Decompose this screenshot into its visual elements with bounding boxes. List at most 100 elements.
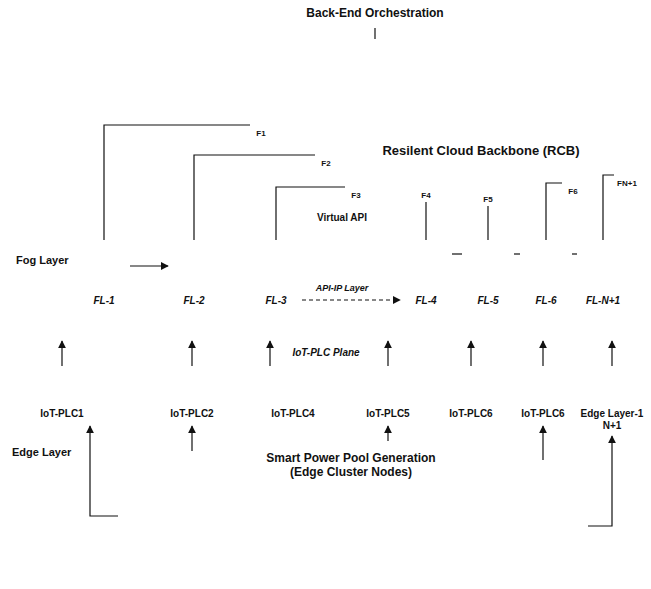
file-icon: F6 bbox=[562, 168, 584, 198]
cloud-backbone-shape-part bbox=[373, 89, 382, 91]
fog-node-shape-part bbox=[446, 272, 451, 278]
file-icon-shape-part bbox=[345, 172, 367, 202]
cloud-backbone-shape-part bbox=[560, 86, 569, 88]
virtual-api: Virtual API bbox=[312, 212, 372, 280]
cloud-backbone-shape-part bbox=[354, 88, 363, 90]
plc-device-shape-part bbox=[532, 394, 535, 397]
fog-node-shape-part bbox=[617, 240, 629, 292]
cloud-backbone-shape-part bbox=[335, 87, 344, 89]
fog-node-shape-part bbox=[623, 260, 628, 266]
file-icon-shape-part bbox=[614, 160, 640, 190]
plc-device-shape-part bbox=[444, 372, 498, 404]
cloud-backbone-shape-part bbox=[579, 69, 588, 71]
fog-node-label: FL-4 bbox=[392, 295, 460, 307]
plc-device-shape-part bbox=[263, 372, 323, 404]
file-icon-shape-part bbox=[565, 185, 581, 186]
connector bbox=[191, 341, 192, 366]
plc-device-shape-part bbox=[358, 372, 418, 404]
connector bbox=[130, 265, 168, 266]
fog-node-label: FL-6 bbox=[512, 295, 580, 307]
power-pool-cloud-shape-part bbox=[318, 527, 382, 545]
fog-node-shape-part bbox=[480, 276, 488, 284]
connector bbox=[514, 253, 520, 254]
file-icon-shape-part bbox=[354, 179, 358, 188]
connector bbox=[104, 125, 250, 240]
fog-node-shape-part bbox=[118, 240, 130, 292]
file-icon-shape-part bbox=[348, 189, 364, 190]
plc-device-shape-part bbox=[293, 378, 317, 383]
fog-node-shape-part bbox=[258, 264, 280, 280]
plc-device-shape-part bbox=[293, 386, 317, 390]
cloud-backbone-shape-part bbox=[541, 87, 550, 89]
fog-node-shape-part bbox=[168, 240, 220, 250]
plc-device-label: Edge Layer-1 N+1 bbox=[578, 408, 646, 431]
virtual-api-shape-part bbox=[316, 226, 368, 278]
fog-node-shape-part bbox=[462, 250, 502, 292]
cloud-backbone-shape-part bbox=[246, 36, 643, 226]
file-icon: F1 bbox=[250, 110, 272, 140]
fog-node: FL-6 bbox=[520, 240, 572, 292]
plc-device-shape-part bbox=[44, 394, 47, 397]
plc-device-shape-part bbox=[444, 372, 498, 404]
fog-node: FL-4 bbox=[400, 240, 452, 292]
plc-device-shape-part bbox=[179, 394, 182, 397]
virtual-api-shape-part bbox=[324, 250, 346, 266]
connector bbox=[611, 341, 612, 366]
cloud-backbone-shape-part bbox=[560, 71, 569, 73]
cloud-backbone-shape-part bbox=[541, 101, 550, 103]
cloud-backbone-shape-part bbox=[354, 76, 363, 78]
plc-device-shape-part bbox=[267, 396, 319, 400]
plc-device-label: IoT-PLC5 bbox=[348, 408, 428, 420]
power-pool-cloud-shape-part bbox=[323, 508, 377, 518]
fog-node-shape-part bbox=[208, 240, 220, 292]
cloud-backbone-shape-part bbox=[484, 98, 493, 100]
power-pool-cloud-shape-part bbox=[320, 507, 380, 521]
connector bbox=[546, 183, 562, 240]
fog-node-shape-part bbox=[566, 260, 571, 266]
cloud-backbone-shape-part bbox=[313, 48, 328, 124]
file-icon-label: F1 bbox=[250, 129, 272, 138]
fog-node-shape bbox=[577, 240, 629, 292]
plc-device-shape-part bbox=[192, 378, 216, 383]
file-icon: F2 bbox=[315, 140, 337, 170]
cloud-backbone-shape-part bbox=[392, 90, 401, 92]
file-icon-label: F3 bbox=[345, 191, 367, 200]
file-icon-shape-part bbox=[421, 174, 431, 180]
file-icon-shape-part bbox=[622, 162, 632, 168]
file-icon-shape-part bbox=[568, 170, 578, 176]
cloud-backbone-shape-part bbox=[503, 89, 512, 91]
plc-device-shape-part bbox=[590, 376, 608, 390]
file-icon-shape-part bbox=[259, 117, 263, 126]
cloud-backbone-shape-part bbox=[454, 43, 462, 45]
cloud-backbone-shape-part bbox=[370, 60, 385, 112]
plc-device: IoT-PLC1 bbox=[12, 366, 112, 426]
virtual-api-shape-part bbox=[316, 226, 368, 236]
fog-node-shape-part bbox=[440, 240, 452, 292]
orchestration-box-label: Back-End Orchestration bbox=[280, 7, 470, 21]
fog-node-shape-part bbox=[470, 264, 492, 280]
connector bbox=[374, 28, 375, 39]
file-icon-label: F4 bbox=[415, 191, 437, 200]
cloud-backbone-shape-part bbox=[384, 43, 392, 45]
file-icon-shape-part bbox=[578, 168, 584, 174]
cloud-backbone-shape-part bbox=[297, 52, 306, 54]
file-icon-shape-part bbox=[315, 140, 337, 170]
connector bbox=[269, 341, 270, 366]
plc-plane-bus: IoT-PLC Plane bbox=[18, 331, 634, 345]
cloud-backbone-shape bbox=[232, 30, 645, 228]
fog-node-shape-part bbox=[124, 272, 129, 278]
plc-device-label: IoT-PLC1 bbox=[12, 408, 112, 420]
cloud-backbone-shape-part bbox=[522, 64, 531, 66]
fog-node-shape-part bbox=[168, 240, 220, 292]
file-icon-shape-part bbox=[351, 174, 361, 180]
cloud-backbone-shape-part bbox=[538, 52, 553, 120]
cloud-backbone-shape-part bbox=[398, 43, 406, 45]
fog-node: FL-2 bbox=[168, 240, 220, 292]
fog-node-shape-part bbox=[250, 240, 302, 292]
cloud-backbone-shape-part bbox=[332, 52, 347, 120]
connector bbox=[487, 206, 488, 240]
cloud-backbone-shape-part bbox=[316, 86, 325, 88]
cloud-backbone-shape-part bbox=[541, 60, 550, 62]
plc-device-shape-part bbox=[349, 367, 428, 426]
